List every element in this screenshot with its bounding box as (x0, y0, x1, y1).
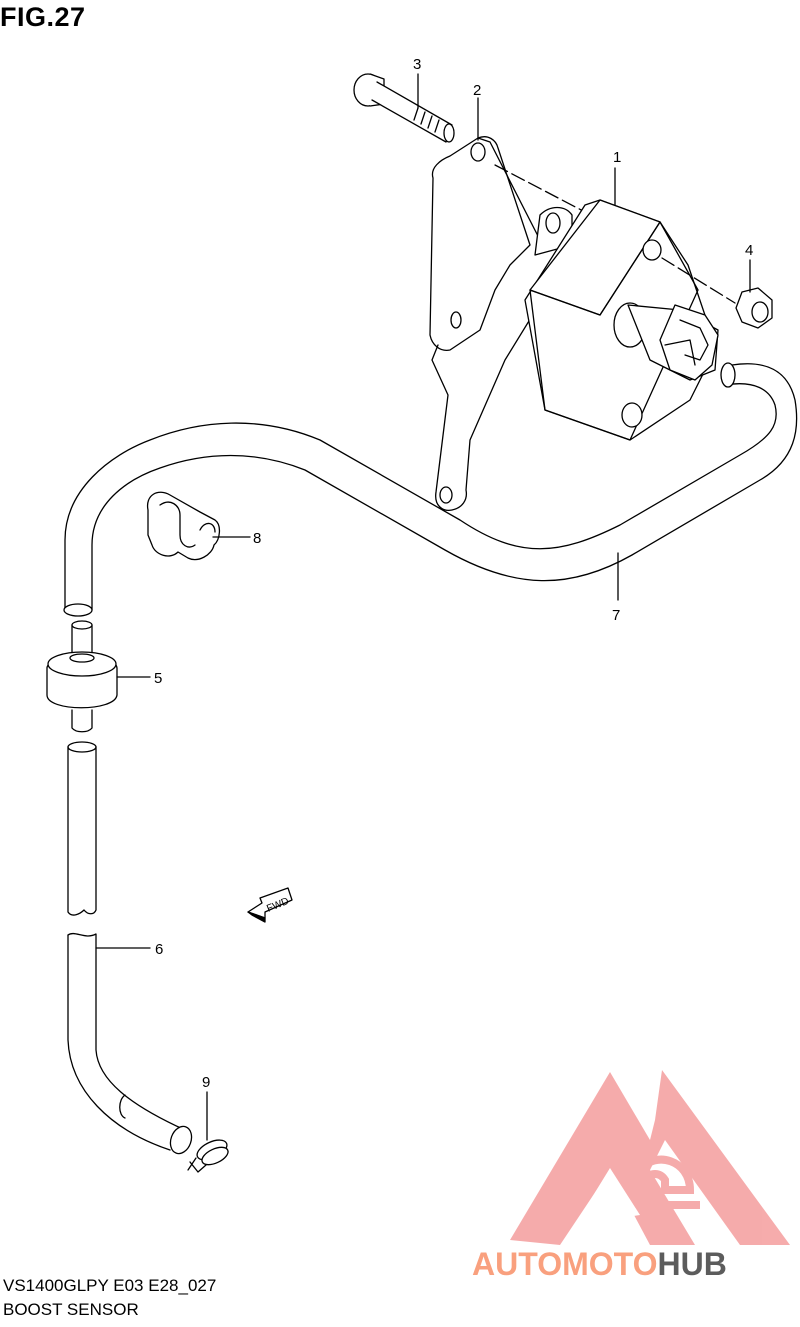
callout-2: 2 (473, 82, 481, 99)
bolt-part-3 (353, 73, 455, 143)
hose-part-6 (67, 741, 193, 1155)
model-code: VS1400GLPY E03 E28_027 (3, 1276, 217, 1295)
callout-3: 3 (413, 56, 421, 73)
figure-description: BOOST SENSOR (3, 1300, 139, 1319)
watermark-text: AUTOMOTOHUB (472, 1246, 727, 1282)
watermark-logo (510, 1070, 790, 1245)
callout-8: 8 (253, 530, 261, 547)
callout-6: 6 (155, 941, 163, 958)
leader-lines (95, 73, 751, 1141)
bracket-part-2 (429, 136, 573, 511)
hose-part-7 (63, 362, 798, 617)
nut-part-4 (735, 287, 773, 329)
clamp-part-9 (187, 1139, 229, 1173)
damper-part-5 (46, 620, 118, 733)
nut-alignment-line (661, 257, 736, 304)
callout-5: 5 (154, 670, 162, 687)
figure-title: FIG.27 (0, 2, 86, 32)
clip-part-8 (146, 491, 221, 561)
watermark-part2: HUB (657, 1246, 726, 1282)
boost-sensor-part-1 (524, 199, 719, 441)
callout-1: 1 (613, 149, 621, 166)
callout-9: 9 (202, 1074, 210, 1091)
alignment-line (494, 164, 586, 213)
watermark-part1: AUTOMOTO (472, 1246, 657, 1282)
callout-4: 4 (745, 242, 753, 259)
callout-7: 7 (612, 607, 620, 624)
fwd-arrow-icon (247, 887, 293, 923)
